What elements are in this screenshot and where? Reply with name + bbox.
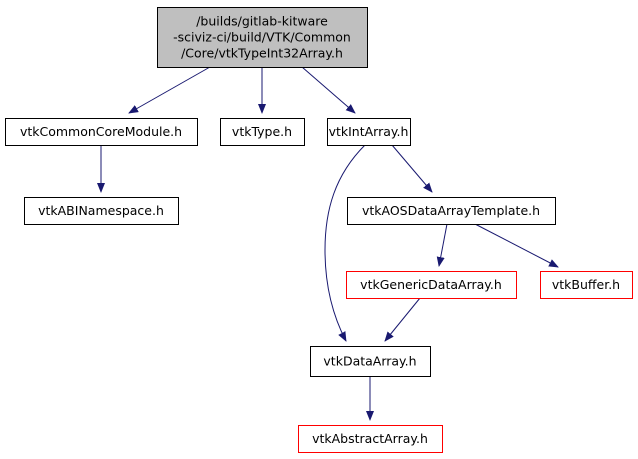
- node-label: vtkDataArray.h: [323, 354, 416, 369]
- node-box: [310, 346, 431, 377]
- node-aos[interactable]: vtkAOSDataArrayTemplate.h: [347, 197, 556, 225]
- edge-aos-to-gen: [436, 223, 448, 267]
- node-label: vtkGenericDataArray.h: [360, 277, 502, 292]
- node-label: vtkAbstractArray.h: [312, 431, 428, 446]
- node-box: [347, 197, 556, 225]
- node-label: vtkABINamespace.h: [38, 203, 164, 218]
- node-intarr[interactable]: vtkIntArray.h: [327, 118, 411, 146]
- node-label: vtkBuffer.h: [552, 277, 620, 292]
- node-label: /Core/vtkTypeInt32Array.h: [181, 46, 343, 61]
- node-label: -sciviz-ci/build/VTK/Common: [173, 30, 351, 45]
- node-box: [5, 118, 198, 146]
- node-box: [24, 197, 179, 225]
- node-box: [220, 118, 305, 146]
- node-label: vtkAOSDataArrayTemplate.h: [362, 203, 540, 218]
- node-label: /builds/gitlab-kitware: [196, 14, 328, 29]
- node-label: vtkType.h: [232, 124, 292, 139]
- node-box: [540, 271, 633, 299]
- node-da[interactable]: vtkDataArray.h: [310, 346, 431, 377]
- edge-intarr-to-aos: [391, 144, 433, 193]
- node-buf[interactable]: vtkBuffer.h: [540, 271, 633, 299]
- node-box: [298, 425, 443, 453]
- edge-gen-to-da: [384, 297, 421, 342]
- edge-root-to-ccm: [128, 66, 211, 114]
- edge-aos-to-buf: [474, 223, 559, 268]
- node-box: [157, 7, 368, 68]
- node-label: vtkIntArray.h: [329, 124, 409, 139]
- node-gen[interactable]: vtkGenericDataArray.h: [346, 271, 517, 299]
- node-type[interactable]: vtkType.h: [220, 118, 305, 146]
- node-abi[interactable]: vtkABINamespace.h: [24, 197, 179, 225]
- node-ccm[interactable]: vtkCommonCoreModule.h: [5, 118, 198, 146]
- node-root[interactable]: /builds/gitlab-kitware-sciviz-ci/build/V…: [157, 7, 368, 68]
- node-box: [327, 118, 411, 146]
- node-label: vtkCommonCoreModule.h: [20, 124, 182, 139]
- node-box: [346, 271, 517, 299]
- edge-root-to-intarr: [301, 66, 356, 114]
- node-abs[interactable]: vtkAbstractArray.h: [298, 425, 443, 453]
- edge-intarr-to-da: [324, 144, 366, 342]
